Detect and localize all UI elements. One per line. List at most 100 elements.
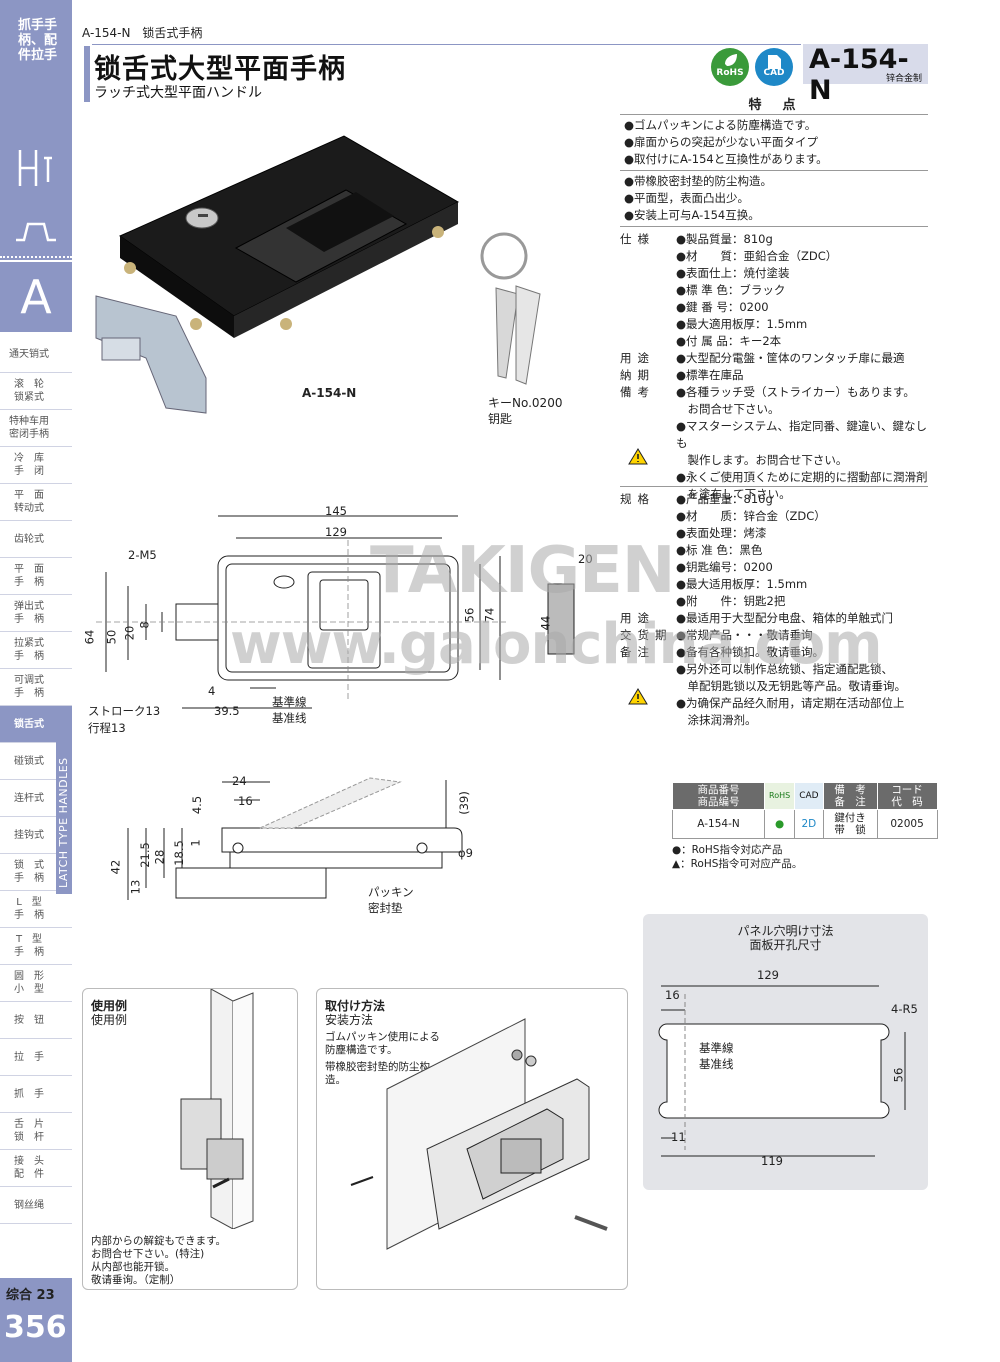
sidebar-item[interactable]: 齿轮式 xyxy=(0,521,72,558)
spec-value: お問合せ下さい。 xyxy=(676,402,780,416)
sidebar-item[interactable]: 抓 手 xyxy=(0,1076,72,1113)
rohs-badge: RoHS xyxy=(711,48,749,86)
section-label: 综合 23 xyxy=(6,1288,55,1303)
spec-value: ●最适用于大型配分电盘、箱体的单触式门 xyxy=(676,611,894,625)
dim-129: 129 xyxy=(325,525,347,539)
spec-value: ●产品重量：810g xyxy=(676,492,773,506)
sidebar-item[interactable]: 锁 式 手 柄 xyxy=(0,854,72,891)
sidebar-item[interactable]: 弹出式 手 柄 xyxy=(0,595,72,632)
sidebar-item[interactable]: 可调式 手 柄 xyxy=(0,669,72,706)
spec-row: ●マスターシステム、指定同番、鍵違い、鍵なしも xyxy=(620,418,928,452)
panel-title-zh: 面板开孔尺寸 xyxy=(749,938,822,952)
breadcrumb-name: 锁舌式手柄 xyxy=(142,26,203,40)
dim-1: 1 xyxy=(188,839,203,847)
sidebar-item[interactable]: 平 面 转动式 xyxy=(0,484,72,521)
spec-row: 仕様●製品質量：810g xyxy=(620,231,928,248)
spec-row: 备注●备有各种锁扣。敬请垂询。 xyxy=(620,644,928,661)
spec-row: ●材 质：锌合金（ZDC） xyxy=(620,508,928,525)
spec-value: ●另外还可以制作总统锁、指定通配匙锁、 xyxy=(676,662,894,676)
spec-row: 用途 ●最适用于大型配分电盘、箱体的单触式门 xyxy=(620,610,928,627)
legend-triangle: ▲：RoHS指令可对应产品。 xyxy=(672,858,803,870)
page-number: 356 xyxy=(4,1310,67,1345)
sidebar-category-panel: 抓手手柄、配件拉手 xyxy=(0,0,72,260)
spec-key: 规格 xyxy=(620,492,655,506)
product-table: 商品番号 商品编号 RoHS CAD 備 考 备 注 コード 代 码 A-154… xyxy=(672,782,938,839)
sidebar-item[interactable]: 滚 轮 锁紧式 xyxy=(0,373,72,410)
dim-24: 24 xyxy=(232,774,247,788)
sidebar-item[interactable]: 舌 片 锁 杆 xyxy=(0,1113,72,1150)
sidebar-item[interactable]: 平 面 手 柄 xyxy=(0,558,72,595)
sidebar-item[interactable]: 钢丝绳 xyxy=(0,1187,72,1224)
spec-row: ●另外还可以制作总统锁、指定通配匙锁、 xyxy=(620,661,928,678)
dim-18-5: 18.5 xyxy=(171,840,186,866)
dim-4: 4 xyxy=(208,684,216,698)
table-cell-note: 鍵付き 带 锁 xyxy=(822,809,878,839)
table-header-order: コード 代 码 xyxy=(876,782,938,810)
pull-handle-icon xyxy=(16,222,56,242)
side-drawing xyxy=(127,777,463,900)
sidebar-item[interactable]: 碰锁式 xyxy=(0,743,72,780)
dim-21-5: 21.5 xyxy=(137,842,152,868)
install-title-jp: 取付け方法 xyxy=(325,999,386,1013)
table-header-cad: CAD xyxy=(794,782,824,810)
panel-ref-jp: 基準線 xyxy=(699,1041,734,1055)
sidebar-item[interactable]: L 型 手 柄 xyxy=(0,891,72,928)
dim-13: 13 xyxy=(128,879,143,895)
sidebar-item[interactable]: 圆 形 小 型 xyxy=(0,965,72,1002)
spec-row: ●最大适用板厚：1.5mm xyxy=(620,576,928,593)
page-footer: 综合 23 356 xyxy=(0,1278,72,1362)
spec-row: ●表面仕上：焼付塗装 xyxy=(620,265,928,282)
feature-line: ●带橡胶密封垫的防尘构造。 xyxy=(624,174,773,188)
install-note-zh: 带橡胶密封垫的防尘构 造。 xyxy=(325,1061,430,1086)
sidebar-item[interactable]: 按 钮 xyxy=(0,1002,72,1039)
spec-key: 用途 xyxy=(620,611,655,625)
sidebar-item[interactable]: 连杆式 xyxy=(0,780,72,817)
panel-dim-4-r5: 4-R5 xyxy=(891,1002,918,1016)
dim-20: 20 xyxy=(122,625,137,641)
spec-row: 備考●各種ラッチ受（ストライカー）もあります。 xyxy=(620,384,928,401)
spec-value: ●最大适用板厚：1.5mm xyxy=(676,577,808,591)
spec-row: お問合せ下さい。 xyxy=(620,401,928,418)
install-title-zh: 安装方法 xyxy=(325,1013,374,1027)
table-cell-code: A-154-N xyxy=(672,809,765,839)
usage-example-box: 使用例 使用例 内部からの解錠もできます。 お問合せ下さい。(特注) 从内部也能… xyxy=(82,988,298,1290)
breadcrumb-code: A-154-N xyxy=(82,26,131,40)
sidebar-item[interactable]: 接 头 配 件 xyxy=(0,1150,72,1187)
table-header-rohs: RoHS xyxy=(763,782,796,810)
sidebar-item[interactable]: 拉 手 xyxy=(0,1039,72,1076)
spec-key xyxy=(620,661,676,678)
usage-illustration xyxy=(180,989,254,1229)
panel-ref-zh: 基准线 xyxy=(699,1057,734,1071)
dim-50: 50 xyxy=(104,629,119,645)
panel-title-jp: パネル穴明け寸法 xyxy=(737,924,834,938)
spec-row: ●附 件：钥匙2把 xyxy=(620,593,928,610)
sidebar-item[interactable]: 特种车用 密闭手柄 xyxy=(0,410,72,447)
table-header-code: 商品番号 商品编号 xyxy=(672,782,765,810)
front-drawing xyxy=(96,515,575,709)
spec-value: ●鍵 番 号：0200 xyxy=(676,300,769,314)
spec-key xyxy=(620,333,676,350)
handle-icon xyxy=(18,150,52,186)
sidebar-item[interactable]: T 型 手 柄 xyxy=(0,928,72,965)
sidebar-letter: A xyxy=(0,262,72,332)
sidebar-item[interactable]: 挂钩式 xyxy=(0,817,72,854)
breadcrumb: A-154-N 锁舌式手柄 xyxy=(82,24,202,41)
spec-value: ●材 質：亜鉛合金（ZDC） xyxy=(676,249,838,263)
sidebar-item[interactable]: 拉紧式 手 柄 xyxy=(0,632,72,669)
features-title: 特 点 xyxy=(748,98,800,113)
dim-4-5: 4.5 xyxy=(190,795,205,815)
sidebar-item[interactable]: 冷 库 手 闭 xyxy=(0,447,72,484)
spec-key xyxy=(620,316,676,333)
spec-key xyxy=(620,418,676,452)
usage-note-zh: 从内部也能开锁。 敬请垂询。（定制） xyxy=(91,1261,181,1286)
spec-row: ●最大適用板厚：1.5mm xyxy=(620,316,928,333)
dim-20b: 20 xyxy=(578,552,593,566)
spec-key: 備考 xyxy=(620,385,655,399)
sidebar-item[interactable]: 通天销式 xyxy=(0,336,72,373)
usage-note-jp: 内部からの解錠もできます。 お問合せ下さい。(特注) xyxy=(91,1235,227,1260)
legend-circle: ●：RoHS指令対応产品 xyxy=(672,844,783,856)
feature-line: ●扉面からの突起が少ない平面タイプ xyxy=(624,135,819,149)
panel-dim-129: 129 xyxy=(757,968,779,982)
spec-value: ●標 準 色：ブラック xyxy=(676,283,786,297)
spec-key xyxy=(620,282,676,299)
